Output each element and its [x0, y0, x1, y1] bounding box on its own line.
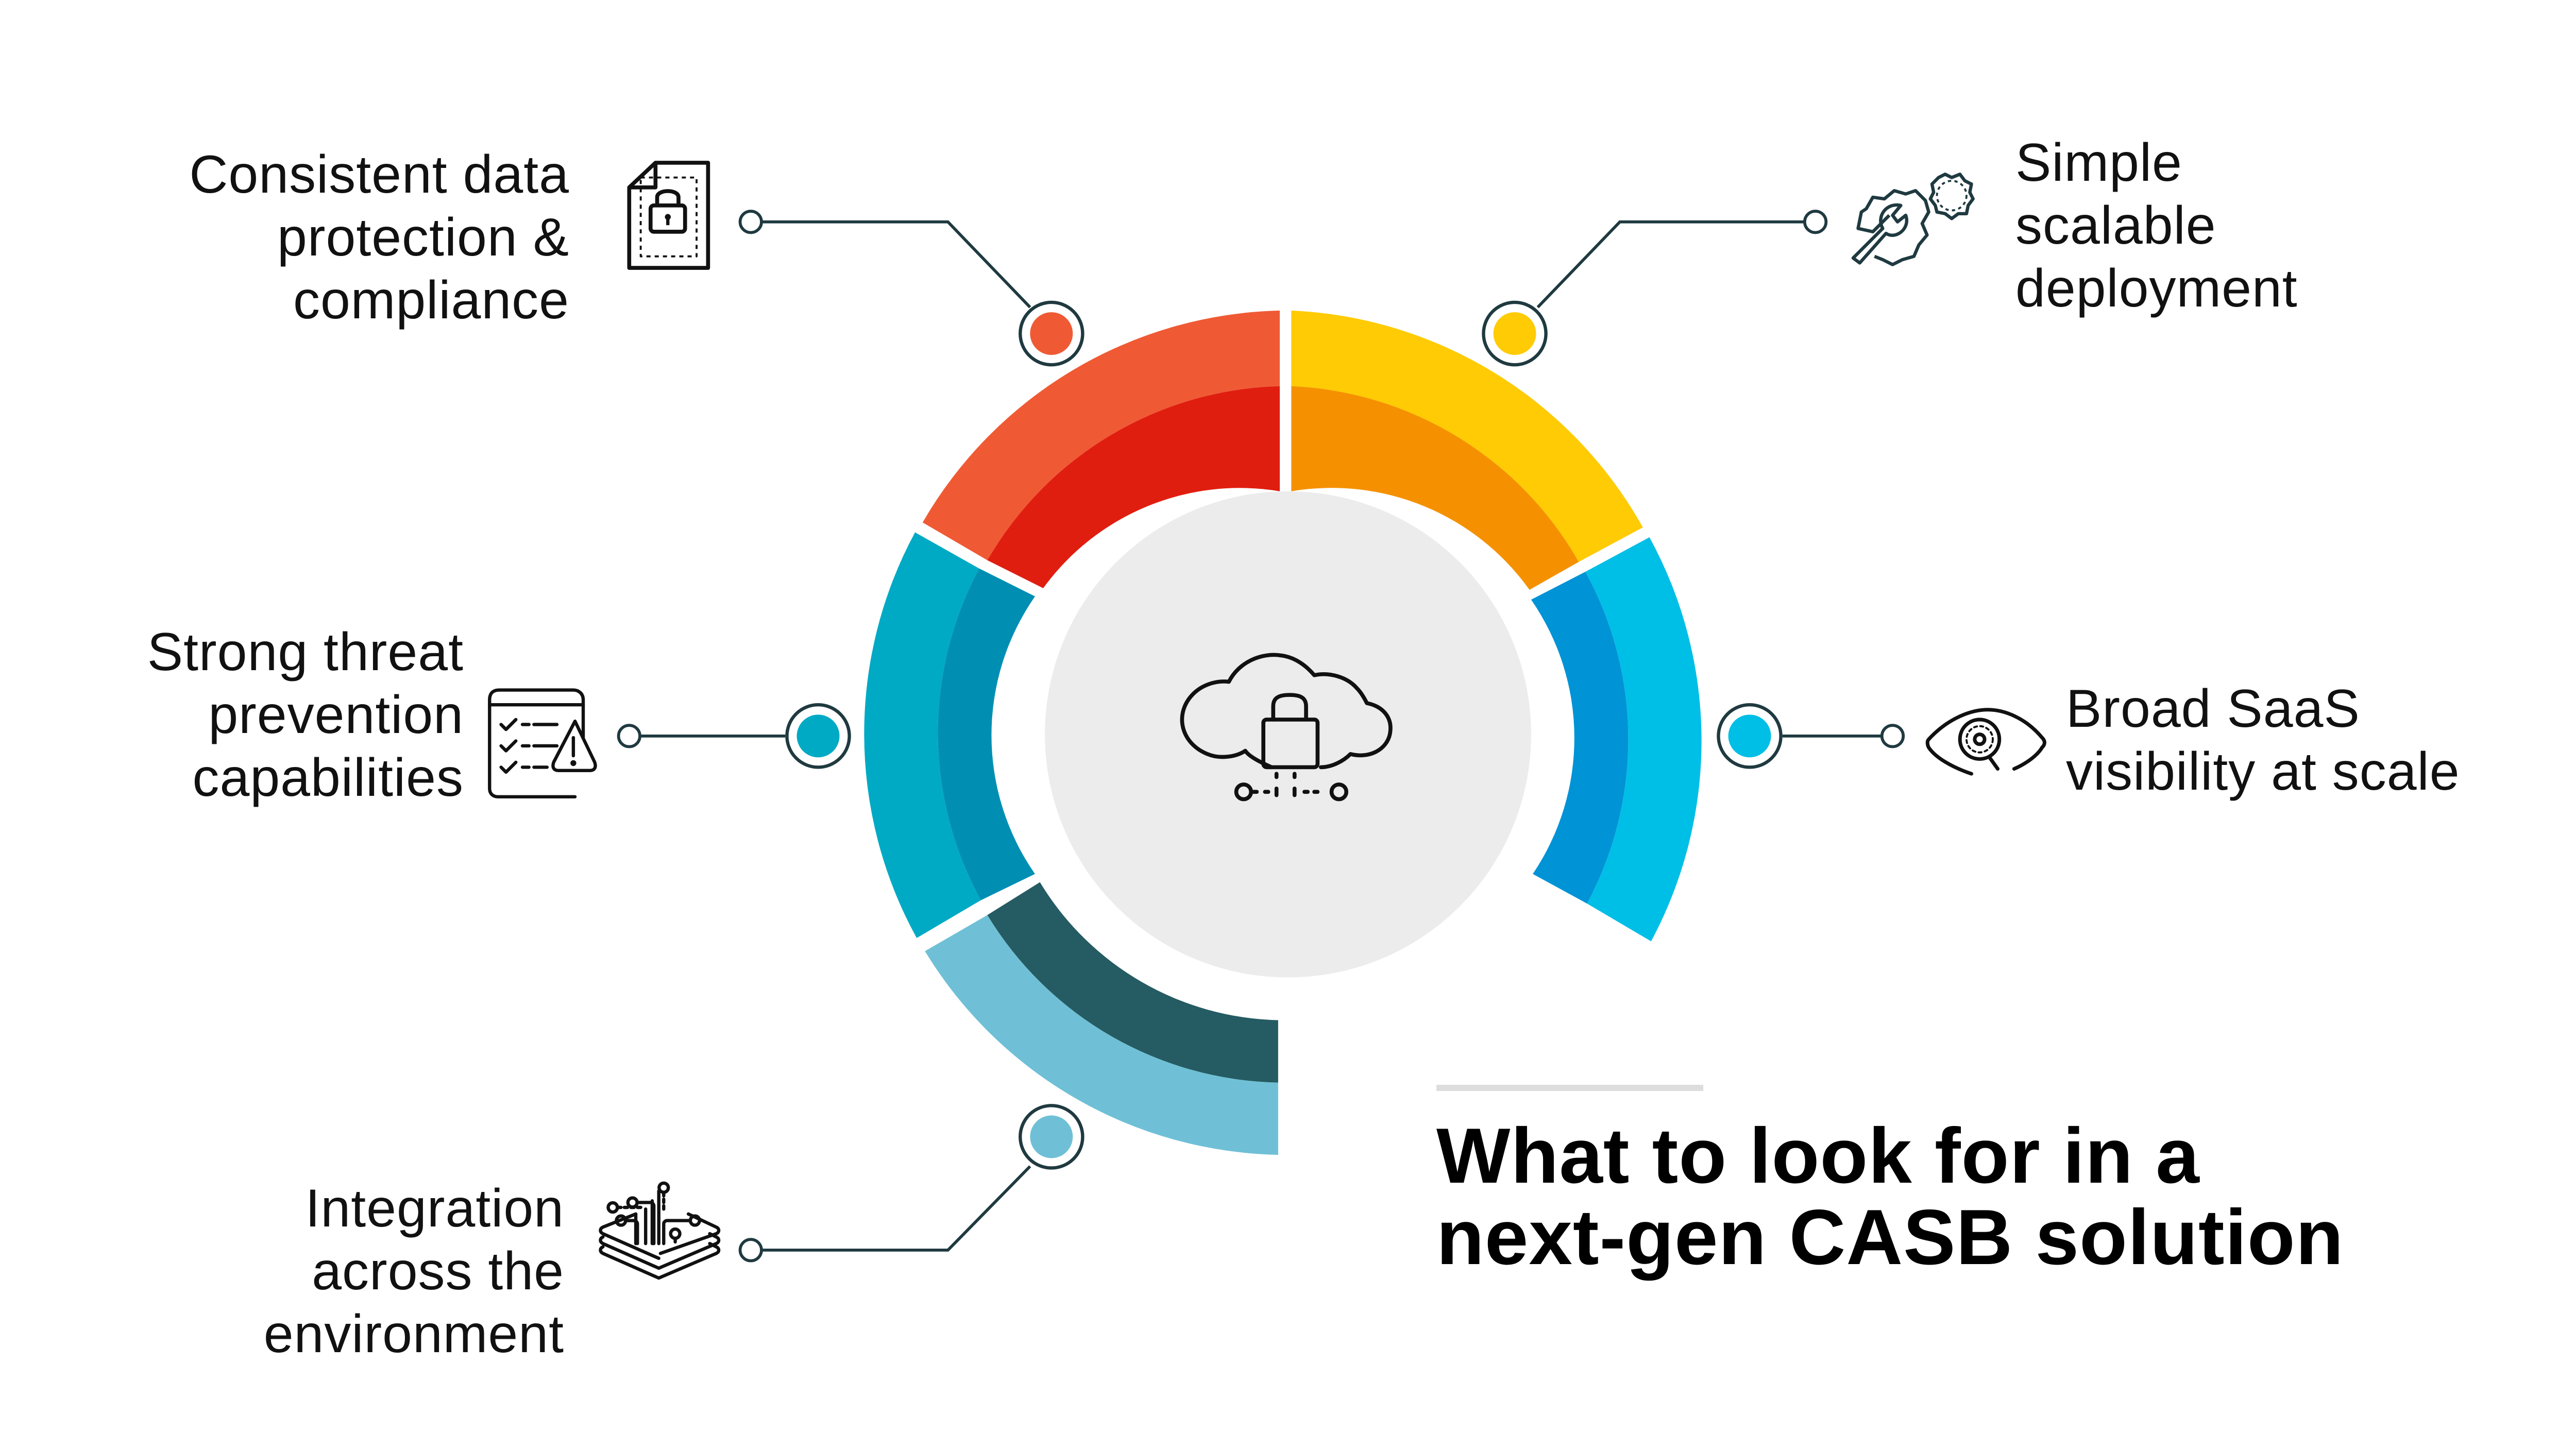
- label-line: Strong threat: [147, 622, 464, 682]
- connector-end-threat-prevention: [617, 724, 641, 748]
- label-line: Consistent data: [189, 145, 569, 204]
- connector-end-scalable-deployment: [1803, 210, 1828, 234]
- connector-end-saas-visibility: [1880, 724, 1905, 748]
- label-line: deployment: [2015, 259, 2298, 318]
- checklist-warning-icon: [488, 688, 597, 798]
- title-line-2: next-gen CASB solution: [1436, 1194, 2344, 1281]
- label-scalable-deployment: Simple scalable deployment: [2015, 131, 2298, 320]
- label-line: Integration: [305, 1179, 564, 1238]
- connectors: [617, 210, 1905, 1263]
- label-line: environment: [263, 1304, 564, 1364]
- label-line: prevention: [208, 685, 464, 745]
- page-title: What to look for in a next-gen CASB solu…: [1436, 1115, 2344, 1278]
- label-line: protection &: [277, 208, 569, 267]
- title-rule: [1436, 1085, 1703, 1091]
- document-lock-icon: [627, 161, 710, 270]
- label-line: Simple: [2015, 133, 2182, 193]
- center-disc: [1045, 491, 1531, 978]
- ring: [864, 310, 1702, 1155]
- connector-data-protection: [760, 220, 1031, 309]
- marker-integration: [1019, 1104, 1084, 1170]
- label-line: visibility at scale: [2066, 742, 2460, 802]
- title-line-1: What to look for in a: [1436, 1112, 2200, 1200]
- connector-end-integration: [738, 1238, 763, 1263]
- label-line: across the: [312, 1241, 564, 1301]
- eye-magnifier-icon: [1925, 708, 2046, 776]
- segment-scalable-deployment: [1291, 310, 1643, 590]
- marker-data-protection: [1019, 300, 1084, 367]
- marker-saas-visibility: [1717, 703, 1783, 769]
- label-line: Broad SaaS: [2066, 679, 2360, 739]
- layers-circuit-icon: [599, 1181, 721, 1280]
- label-integration: Integration across the environment: [264, 1177, 564, 1366]
- label-line: scalable: [2015, 196, 2216, 255]
- cloud-lock-icon: [1180, 653, 1393, 802]
- marker-scalable-deployment: [1482, 300, 1548, 367]
- marker-threat-prevention: [785, 703, 851, 769]
- segment-saas-visibility: [1531, 537, 1702, 942]
- connector-integration: [760, 1165, 1031, 1252]
- label-threat-prevention: Strong threat prevention capabilities: [147, 621, 464, 809]
- connector-scalable-deployment: [1536, 220, 1804, 309]
- label-line: capabilities: [192, 748, 464, 808]
- wrench-gear-icon: [1851, 173, 1975, 266]
- segment-integration: [925, 882, 1278, 1155]
- label-data-protection: Consistent data protection & compliance: [189, 143, 569, 332]
- segment-data-protection: [922, 310, 1280, 588]
- segment-threat-prevention: [864, 532, 1035, 939]
- label-line: compliance: [293, 270, 569, 330]
- connector-end-data-protection: [738, 210, 763, 234]
- label-saas-visibility: Broad SaaS visibility at scale: [2066, 677, 2460, 803]
- marker-dots: [785, 300, 1783, 1170]
